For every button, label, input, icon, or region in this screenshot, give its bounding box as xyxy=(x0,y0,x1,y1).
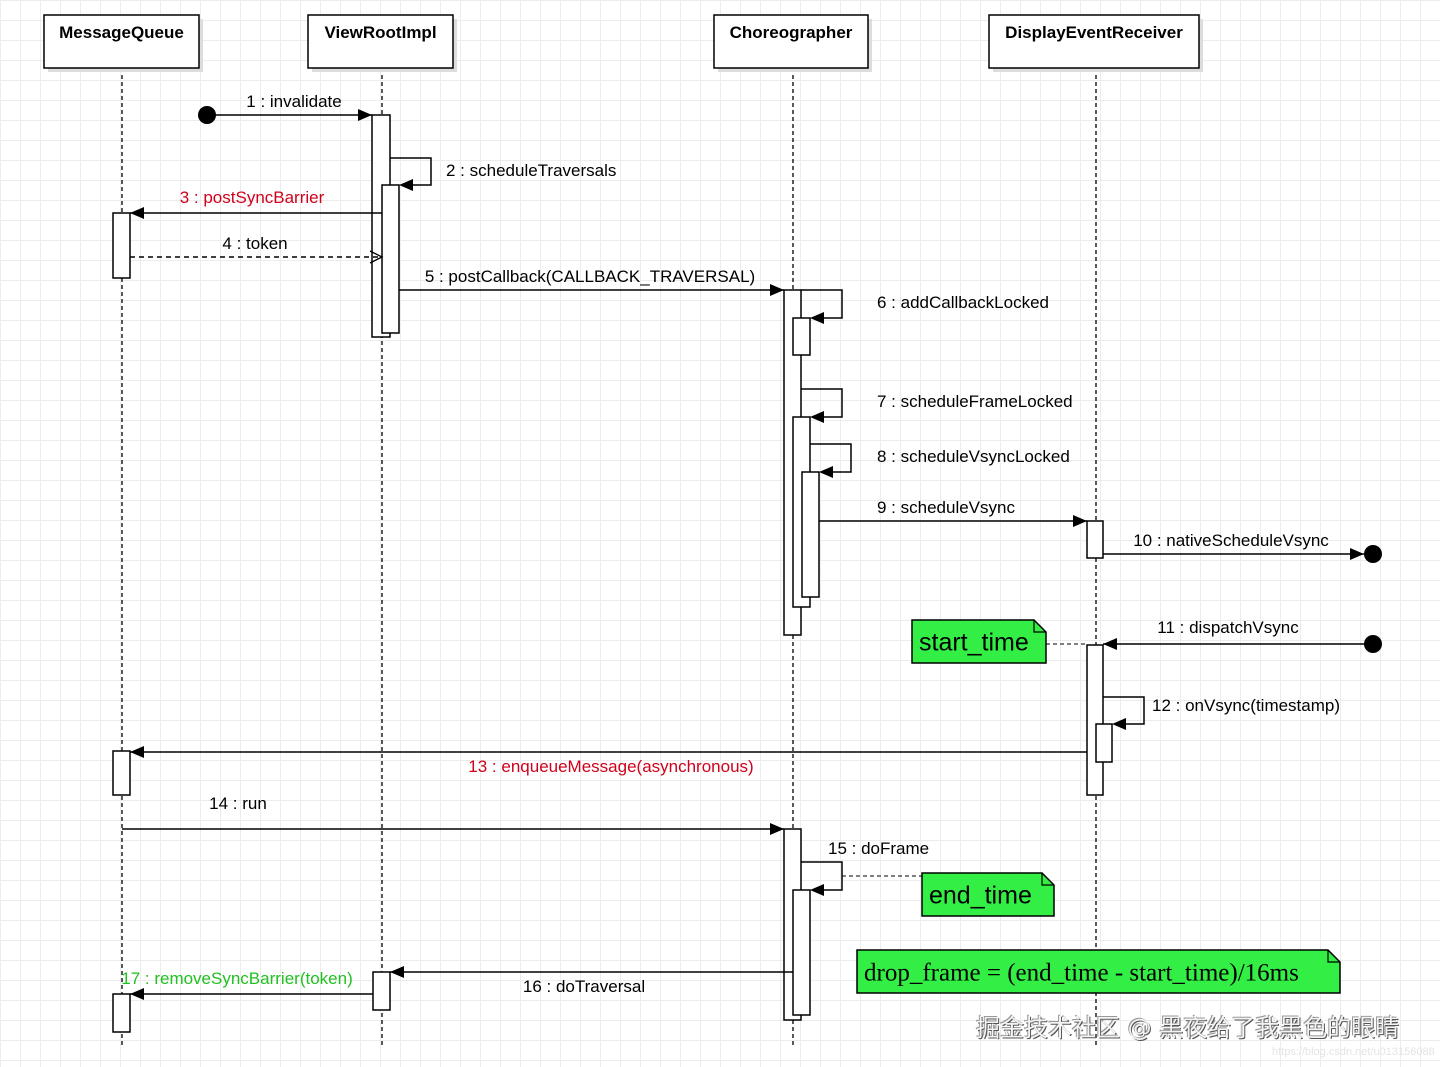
participant-box xyxy=(307,14,454,69)
activation-bar xyxy=(792,889,811,1016)
arrowhead xyxy=(399,179,413,191)
activation-bar xyxy=(801,471,820,598)
note-fold xyxy=(1041,873,1054,886)
message-label: 3 : postSyncBarrier xyxy=(180,188,325,207)
self-message-arrow xyxy=(390,157,432,186)
arrowhead xyxy=(810,884,824,896)
activation-bar xyxy=(112,993,131,1033)
arrowhead xyxy=(358,109,372,121)
arrowhead xyxy=(1103,638,1117,650)
message-label: 15 : doFrame xyxy=(828,839,929,858)
arrowhead xyxy=(1112,718,1126,730)
activation-bar xyxy=(381,184,400,334)
note-text: drop_frame = (end_time - start_time)/16m… xyxy=(864,959,1299,986)
arrowhead xyxy=(130,746,144,758)
arrowhead xyxy=(1350,548,1364,560)
message-label: 8 : scheduleVsyncLocked xyxy=(877,447,1070,466)
note-fold xyxy=(1327,950,1340,963)
arrowhead xyxy=(130,207,144,219)
participant-box xyxy=(43,14,200,69)
activation-bar xyxy=(792,317,811,356)
arrowhead xyxy=(130,988,144,1000)
self-message-arrow xyxy=(810,443,852,473)
arrowhead-open xyxy=(369,250,384,264)
note xyxy=(856,949,1341,994)
participant-name: DisplayEventReceiver xyxy=(1005,23,1183,42)
activation-bar xyxy=(1086,644,1104,796)
message-label: 5 : postCallback(CALLBACK_TRAVERSAL) xyxy=(425,267,755,286)
participant-box xyxy=(713,14,869,69)
endpoint-dot xyxy=(1364,545,1382,563)
activation-bar xyxy=(1086,520,1104,559)
self-message-arrow xyxy=(801,388,843,418)
note-text: start_time xyxy=(919,628,1029,656)
message-label: 6 : addCallbackLocked xyxy=(877,293,1049,312)
participant-name: ViewRootImpl xyxy=(324,23,436,42)
message-label: 17 : removeSyncBarrier(token) xyxy=(121,969,352,988)
arrowhead xyxy=(1073,515,1087,527)
arrowhead xyxy=(819,466,833,478)
arrowhead xyxy=(810,411,824,423)
participant-name: MessageQueue xyxy=(59,23,184,42)
message-label: 7 : scheduleFrameLocked xyxy=(877,392,1073,411)
arrowhead xyxy=(810,312,824,324)
message-label: 11 : dispatchVsync xyxy=(1157,618,1299,637)
note xyxy=(911,619,1047,664)
message-label: 13 : enqueueMessage(asynchronous) xyxy=(468,757,753,776)
self-message-arrow xyxy=(1103,696,1145,725)
note xyxy=(921,872,1055,917)
message-label: 2 : scheduleTraversals xyxy=(446,161,616,180)
watermark: 掘金技术社区 @ 黑夜给了我黑色的眼睛 xyxy=(976,1014,1400,1042)
self-message-arrow xyxy=(801,289,843,319)
watermark-url: https://blog.csdn.net/u013156088 xyxy=(1272,1046,1435,1058)
activation-bar xyxy=(1095,723,1113,763)
activation-bar xyxy=(112,212,131,279)
arrowhead xyxy=(770,823,784,835)
activation-bar xyxy=(112,750,131,796)
message-label: 10 : nativeScheduleVsync xyxy=(1133,531,1329,550)
message-label: 9 : scheduleVsync xyxy=(877,498,1015,517)
message-label: 14 : run xyxy=(209,794,267,813)
participant-name: Choreographer xyxy=(730,23,853,42)
note-text: end_time xyxy=(929,881,1032,909)
participant-box xyxy=(988,14,1200,69)
note-fold xyxy=(1033,620,1046,633)
message-label: 4 : token xyxy=(222,234,287,253)
arrowhead xyxy=(390,966,404,978)
message-label: 16 : doTraversal xyxy=(523,977,645,996)
message-label: 12 : onVsync(timestamp) xyxy=(1152,696,1340,715)
message-label: 1 : invalidate xyxy=(246,92,341,111)
activation-bar xyxy=(372,971,391,1011)
arrowhead xyxy=(770,284,784,296)
